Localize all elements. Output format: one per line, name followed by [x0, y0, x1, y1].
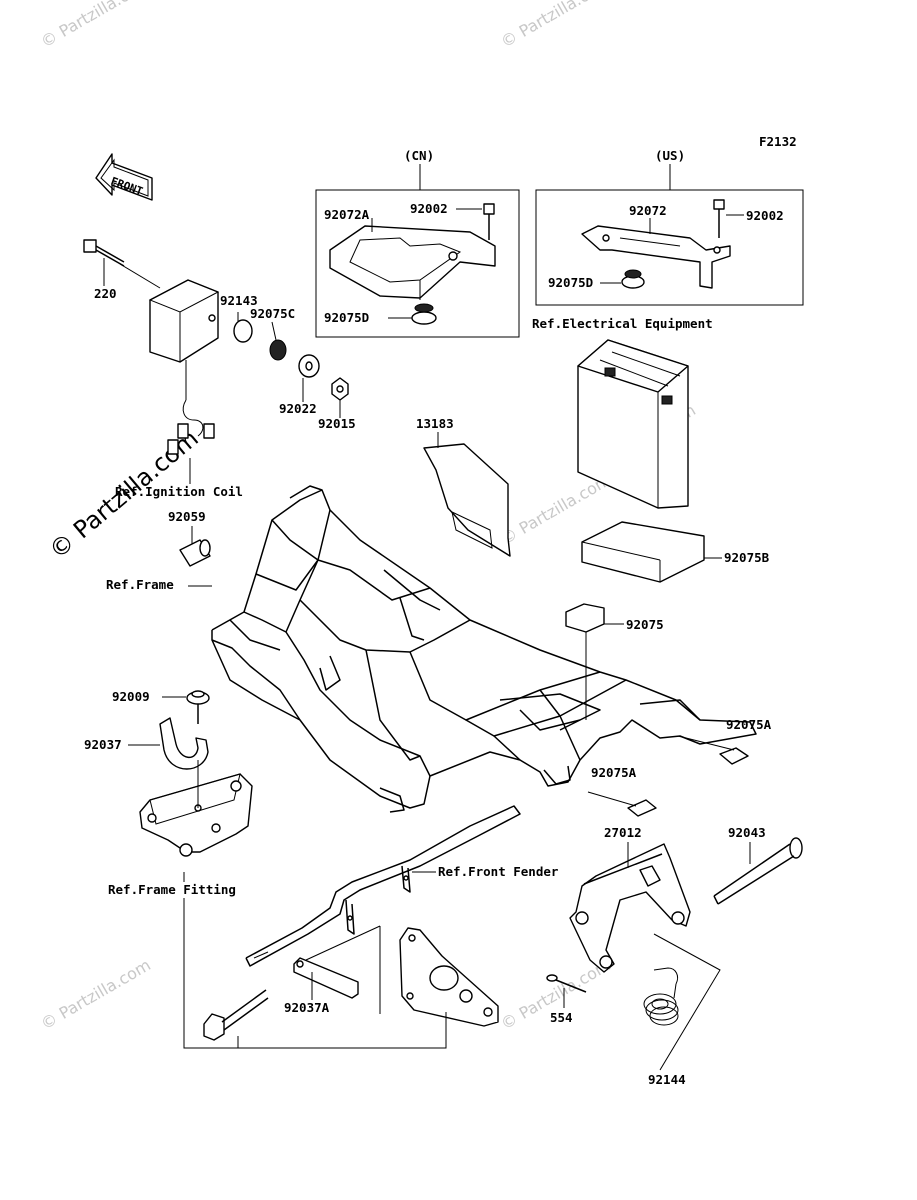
triangle-plate [399, 927, 499, 1027]
us-variant-box: (US) 92072 92002 92075D [535, 148, 804, 306]
ref-ignition-coil: Ref.Ignition Coil [115, 484, 243, 499]
battery [577, 339, 689, 509]
watermark-top-left: © Partzilla.com [38, 0, 154, 51]
part-92143-label: 92143 [220, 293, 258, 308]
part-92075A-2-label: 92075A [591, 765, 637, 780]
part-92075D-cn-label: 92075D [324, 310, 369, 325]
part-92037A-label: 92037A [284, 1000, 330, 1015]
part-92015-label: 92015 [318, 416, 356, 431]
pad-92075 [565, 603, 605, 633]
watermark-top-right: © Partzilla.com [498, 0, 614, 51]
cover-13183 [423, 443, 511, 557]
clamp-92037 [159, 717, 209, 770]
frame [211, 485, 757, 813]
bolt-92043 [713, 837, 803, 905]
part-92144-label: 92144 [648, 1072, 686, 1087]
part-92075D-us-label: 92075D [548, 275, 593, 290]
bolt-fender [203, 989, 269, 1041]
spring-92144 [643, 967, 679, 1026]
pad-92075A-lower [627, 799, 657, 817]
cn-bracket-92072A [329, 225, 496, 299]
ignition-coil [148, 279, 220, 455]
part-92037-label: 92037 [84, 737, 122, 752]
part-92072A-label: 92072A [324, 207, 370, 222]
part-13183-label: 13183 [416, 416, 454, 431]
us-box-title: (US) [655, 148, 685, 163]
cn-box-frame [315, 189, 520, 338]
cn-variant-box: (CN) 92072A 92002 92075D [315, 148, 520, 338]
pad-92075A-right [719, 747, 749, 765]
part-92075C-label: 92075C [250, 306, 295, 321]
part-92002-us-label: 92002 [746, 208, 784, 223]
front-fender-bracket [245, 805, 521, 967]
spring-92144-leader [653, 933, 721, 1071]
part-220-label: 220 [94, 286, 117, 301]
front-arrow-icon: FRONT [95, 153, 153, 201]
part-92009-label: 92009 [112, 689, 150, 704]
bolt-92009 [186, 690, 210, 724]
pad-92075B [581, 521, 705, 583]
damper-92075D-cn [411, 311, 437, 325]
part-92059-label: 92059 [168, 509, 206, 524]
figure-id: F2132 [759, 134, 797, 149]
ref-front-fender: Ref.Front Fender [438, 864, 559, 879]
pin-554 [546, 974, 587, 993]
bolt-92002-us [713, 199, 725, 210]
frame-fitting-bracket [139, 760, 253, 857]
frame-fitting-bracket-line [183, 898, 447, 1049]
part-554-label: 554 [550, 1010, 573, 1025]
ref-frame: Ref.Frame [106, 577, 174, 592]
bolt-92002-cn [483, 203, 495, 215]
part-92002-cn-label: 92002 [410, 201, 448, 216]
damper-92075C [269, 339, 287, 361]
watermark-bottom-left: © Partzilla.com [38, 955, 154, 1033]
ref-electrical-equipment: Ref.Electrical Equipment [532, 316, 713, 331]
part-92075A-1-label: 92075A [726, 717, 772, 732]
cn-box-title: (CN) [404, 148, 434, 163]
plate-92037A [293, 957, 359, 999]
us-box-frame [535, 189, 804, 306]
part-27012-label: 27012 [604, 825, 642, 840]
collar-92143 [233, 319, 253, 343]
part-92022-label: 92022 [279, 401, 317, 416]
part-92075-label: 92075 [626, 617, 664, 632]
bracket-27012 [569, 843, 691, 973]
part-92072-label: 92072 [629, 203, 667, 218]
bolt-220 [83, 239, 125, 267]
us-bracket-92072 [581, 225, 731, 289]
ref-frame-fitting: Ref.Frame Fitting [108, 882, 236, 897]
part-92075B-label: 92075B [724, 550, 770, 565]
part-92043-label: 92043 [728, 825, 766, 840]
